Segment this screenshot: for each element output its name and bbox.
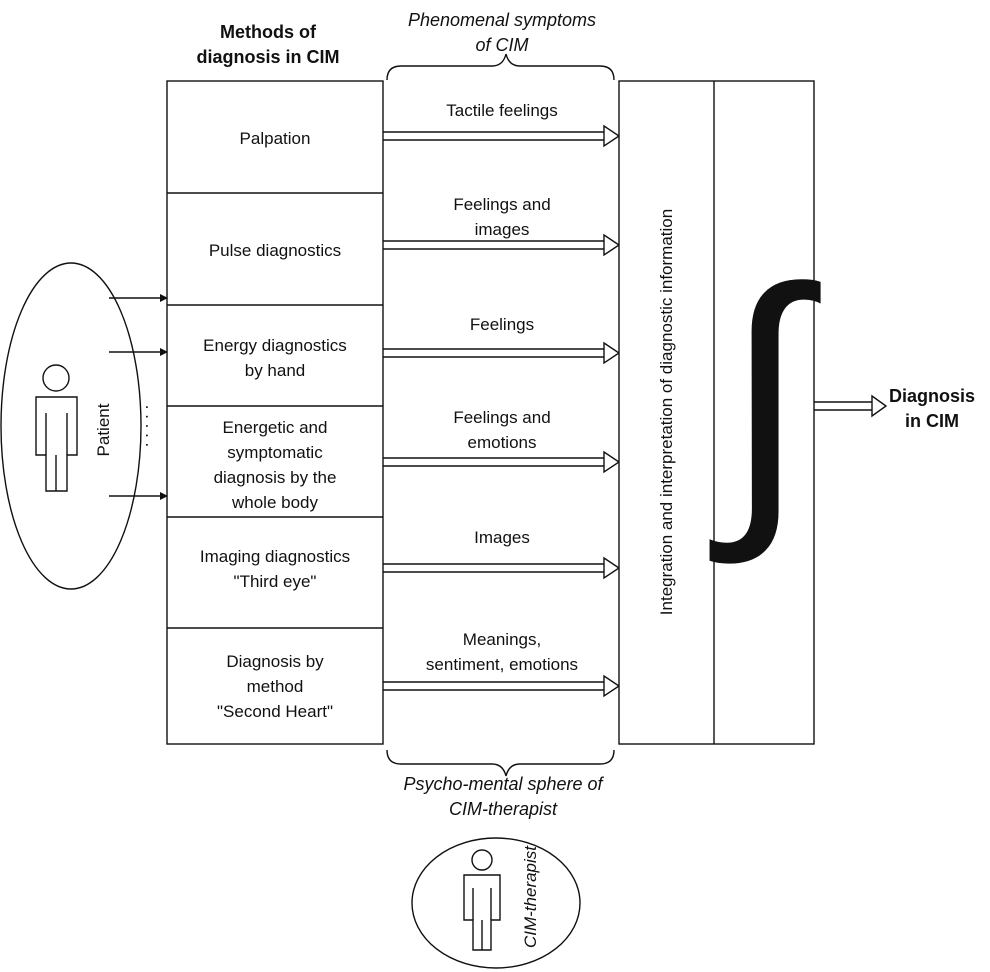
- integral-symbol: ∫: [705, 228, 822, 566]
- person-icon: [463, 849, 501, 951]
- output-label-line1: Diagnosis: [889, 386, 975, 406]
- double-arrow: [383, 341, 621, 365]
- symptom-feelings-emotions-line2: emotions: [468, 433, 537, 452]
- therapist-ellipse: [411, 837, 581, 969]
- symptoms-column: Tactile feelings Feelings and images Fee…: [426, 101, 578, 674]
- sphere-title-line2: CIM-therapist: [449, 799, 558, 819]
- symptom-feelings-images-line1: Feelings and: [453, 195, 550, 214]
- top-brace: [386, 53, 615, 81]
- method-whole-body-line2: symptomatic: [227, 443, 323, 462]
- output-arrow: [814, 394, 888, 418]
- methods-title-line2: diagnosis in CIM: [196, 47, 339, 67]
- integration-block: Integration and interpretation of diagno…: [618, 80, 822, 745]
- method-palpation: Palpation: [240, 129, 311, 148]
- method-second-heart-line2: method: [247, 677, 304, 696]
- patient-label: Patient: [94, 403, 113, 456]
- method-energy-hand-line2: by hand: [245, 361, 306, 380]
- symptom-meanings-line2: sentiment, emotions: [426, 655, 578, 674]
- method-whole-body-line3: diagnosis by the: [214, 468, 337, 487]
- method-pulse-diagnostics: Pulse diagnostics: [209, 241, 341, 260]
- double-arrow: [383, 124, 621, 148]
- symptom-images: Images: [474, 528, 530, 547]
- patient-arrows: [109, 294, 168, 500]
- sphere-title-line1: Psycho-mental sphere of: [403, 774, 604, 794]
- double-arrow: [383, 556, 621, 580]
- symptom-meanings-line1: Meanings,: [463, 630, 541, 649]
- symptoms-title-line2: of CIM: [475, 35, 528, 55]
- method-energy-hand-line1: Energy diagnostics: [203, 336, 347, 355]
- symptom-feelings-images-line2: images: [475, 220, 530, 239]
- person-icon: [35, 364, 78, 492]
- double-arrow: [383, 674, 621, 698]
- methods-title-line1: Methods of: [220, 22, 317, 42]
- output-label-line2: in CIM: [905, 411, 959, 431]
- symptom-feelings: Feelings: [470, 315, 534, 334]
- symptom-tactile-feelings: Tactile feelings: [446, 101, 558, 120]
- method-third-eye-line1: Imaging diagnostics: [200, 547, 350, 566]
- double-arrow: [383, 233, 621, 257]
- symptoms-title-line1: Phenomenal symptoms: [408, 10, 596, 30]
- therapist-label: CIM-therapist: [521, 845, 540, 948]
- patient-ellipse: [0, 262, 142, 590]
- integration-label: Integration and interpretation of diagno…: [657, 209, 676, 615]
- methods-column: Palpation Pulse diagnostics Energy diagn…: [166, 80, 384, 745]
- symptom-arrows: [383, 124, 621, 698]
- integration-box: [618, 80, 815, 745]
- method-second-heart-line1: Diagnosis by: [226, 652, 324, 671]
- patient-node: Patient . . . . .: [0, 262, 168, 590]
- method-whole-body-line1: Energetic and: [223, 418, 328, 437]
- method-whole-body-line4: whole body: [231, 493, 319, 512]
- double-arrow: [383, 450, 621, 474]
- methods-box: [166, 80, 384, 745]
- patient-dots: . . . . .: [142, 405, 161, 448]
- method-second-heart-line3: "Second Heart": [217, 702, 333, 721]
- symptom-feelings-emotions-line1: Feelings and: [453, 408, 550, 427]
- bottom-brace: [386, 749, 615, 777]
- method-third-eye-line2: "Third eye": [234, 572, 317, 591]
- therapist-node: CIM-therapist: [411, 837, 581, 969]
